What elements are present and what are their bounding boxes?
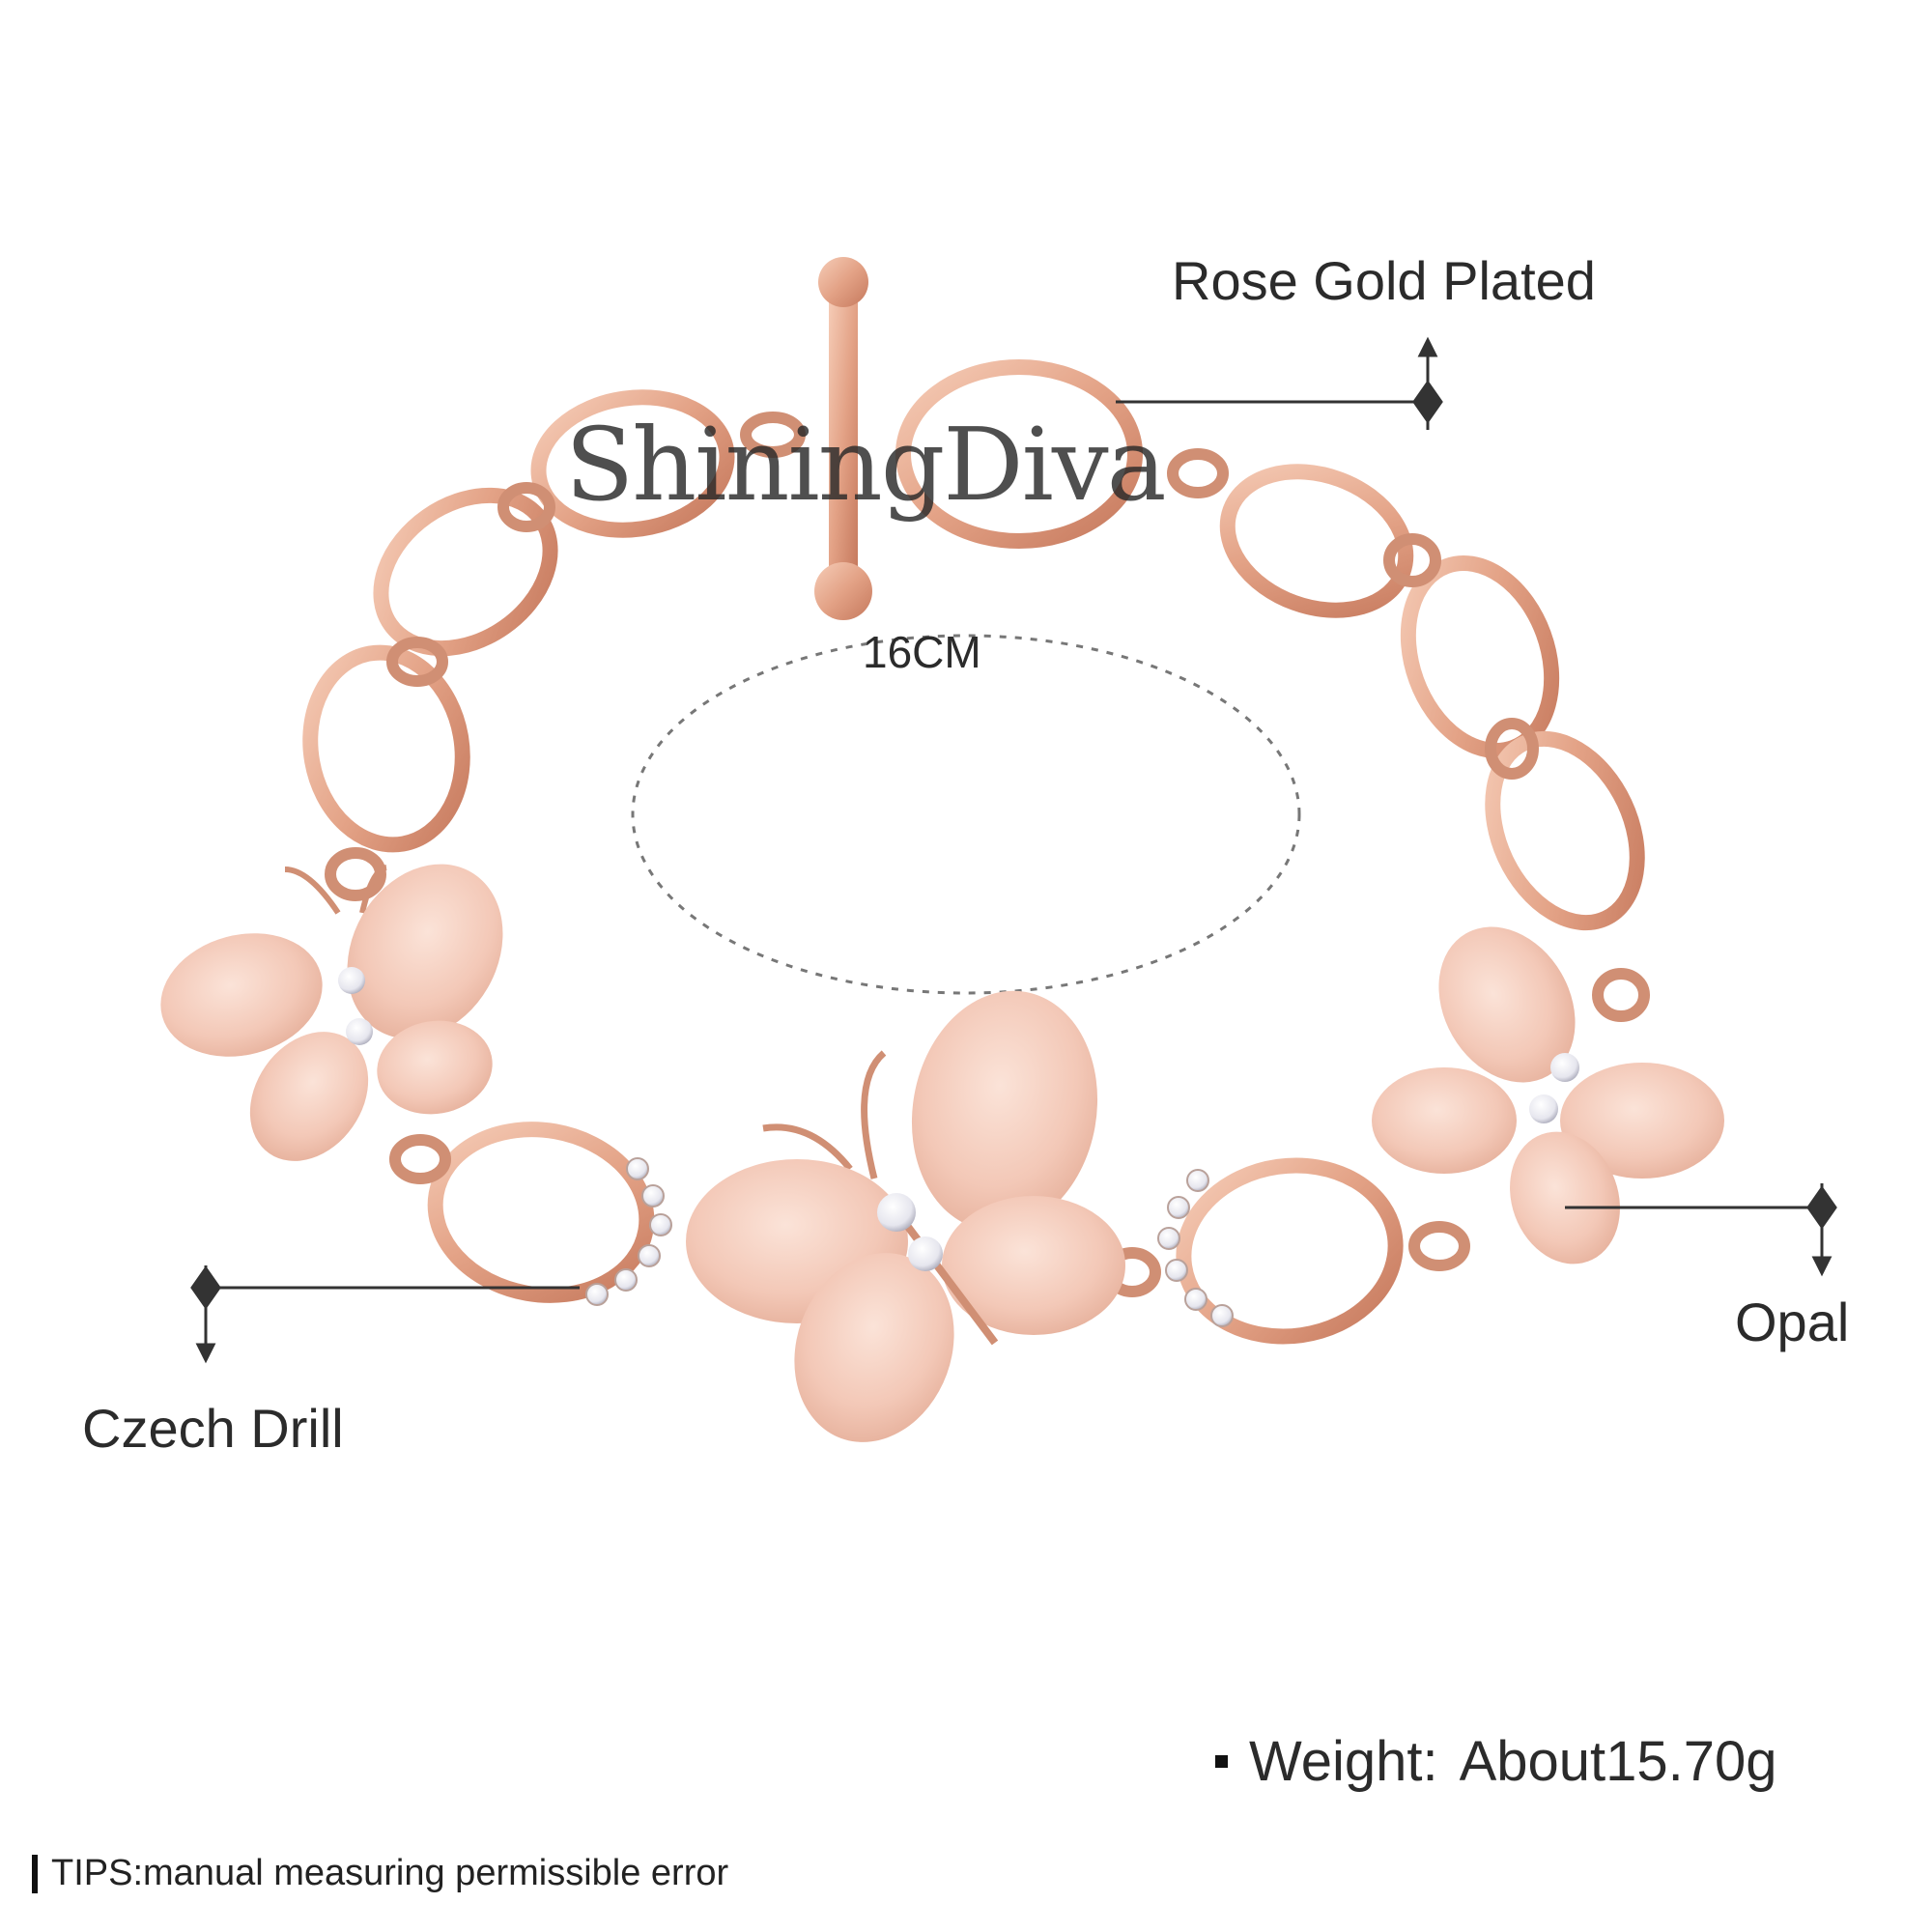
bar-icon [32,1854,38,1893]
butterfly-left [160,864,503,1161]
weight-spec: Weight: About15.70g [1215,1729,1777,1794]
bullet-icon [1215,1755,1228,1768]
tips-text: TIPS:manual measuring permissible error [51,1853,729,1893]
chain-links [302,359,1645,1345]
label-length: 16CM [863,627,981,677]
brand-watermark: ShiningDiva [565,406,1167,524]
butterfly-right [1372,926,1724,1264]
toggle-clasp [814,257,872,620]
label-rose-gold-plated: Rose Gold Plated [1172,250,1596,311]
callout-lines [190,336,1837,1364]
size-guide-ellipse [631,634,1301,995]
weight-value: About15.70g [1459,1730,1777,1793]
label-czech-drill: Czech Drill [82,1398,344,1459]
weight-key: Weight: [1249,1730,1438,1793]
butterfly-center [686,990,1125,1442]
czech-drill-stones [585,1157,1234,1327]
label-opal: Opal [1735,1292,1850,1352]
tips-note: TIPS:manual measuring permissible error [32,1853,728,1894]
